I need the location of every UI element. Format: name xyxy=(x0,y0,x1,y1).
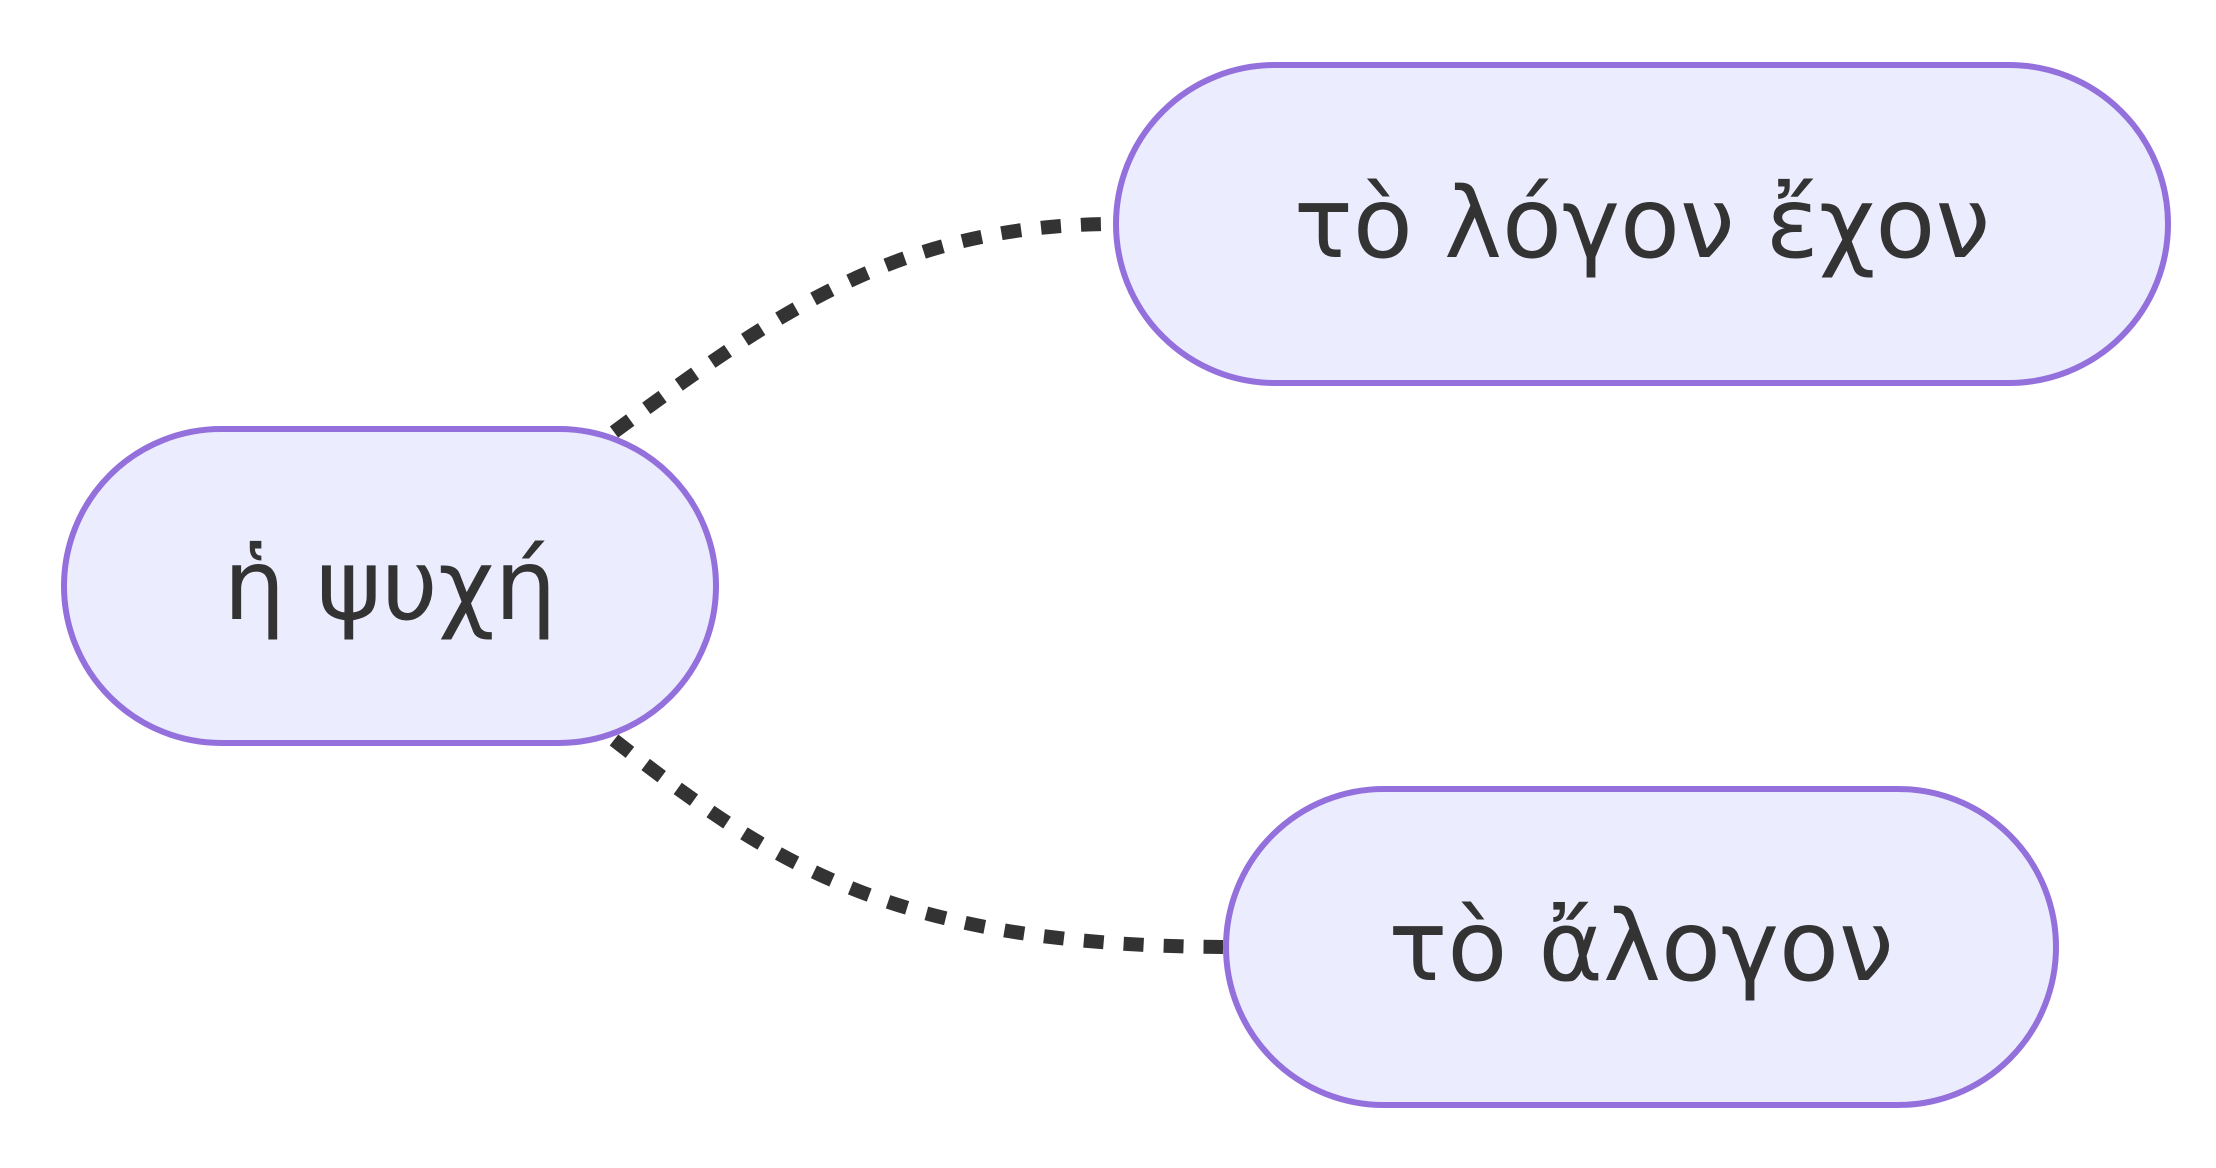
node-rational-part-label: τὸ λόγον ἔχον xyxy=(1293,167,1991,281)
edge-root-to-rational xyxy=(609,217,1114,438)
node-rational-part[interactable]: τὸ λόγον ἔχον xyxy=(1113,62,2171,386)
node-psyche[interactable]: ἡ ψυχή xyxy=(61,426,719,746)
node-irrational-part-label: τὸ ἄλογον xyxy=(1388,890,1894,1004)
node-psyche-label: ἡ ψυχή xyxy=(223,529,557,643)
edge-root-to-irrational xyxy=(609,734,1224,954)
node-irrational-part[interactable]: τὸ ἄλογον xyxy=(1223,786,2059,1108)
